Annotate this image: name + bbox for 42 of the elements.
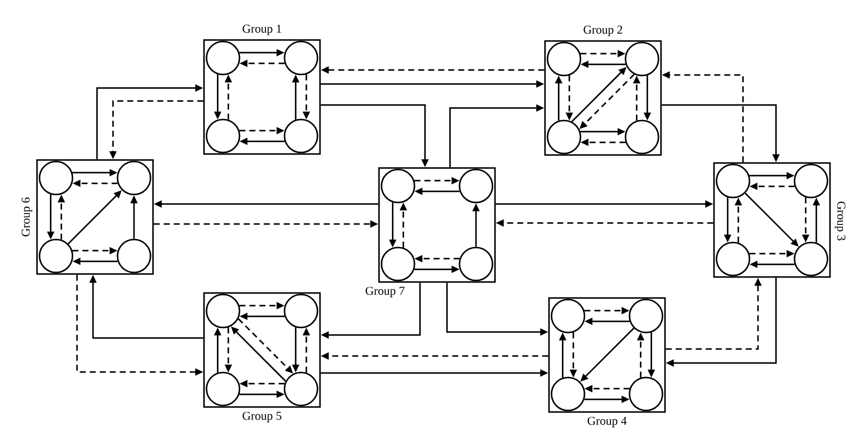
group-box: Group 6 xyxy=(22,159,154,275)
circle xyxy=(206,294,240,328)
circle xyxy=(716,242,750,276)
circle xyxy=(458,168,494,204)
group-box: Group 4 xyxy=(548,297,666,428)
circle xyxy=(380,246,416,282)
circle xyxy=(284,294,318,328)
group-box: Group 1 xyxy=(203,24,321,155)
circle xyxy=(206,40,240,76)
circle xyxy=(794,164,828,198)
node-label: Group 2 xyxy=(584,26,622,36)
circle xyxy=(458,246,494,282)
circle xyxy=(38,238,74,274)
group-box: Group 7 xyxy=(366,167,496,298)
circle xyxy=(284,118,318,154)
circle xyxy=(794,242,828,276)
circle xyxy=(624,42,660,76)
circle xyxy=(206,118,240,154)
node-label: Group 7 xyxy=(366,286,404,298)
circle xyxy=(546,120,582,154)
group-box: Group 3 xyxy=(713,162,846,278)
circle xyxy=(380,168,416,204)
node-label: Group 5 xyxy=(242,412,282,422)
group-box: Group 5 xyxy=(203,292,321,422)
circle xyxy=(550,298,586,334)
node-label: Group 3 xyxy=(834,202,846,240)
circle xyxy=(628,376,664,412)
group-box: Group 2 xyxy=(544,26,662,156)
node-label: Group 1 xyxy=(242,24,282,36)
circle xyxy=(284,372,318,406)
circle xyxy=(116,238,152,274)
circle xyxy=(38,160,74,196)
circle xyxy=(550,376,586,412)
node-label: Group 6 xyxy=(22,198,32,236)
circle xyxy=(628,298,664,334)
node-label: Group 4 xyxy=(588,416,627,428)
circle xyxy=(116,160,152,196)
circle xyxy=(716,164,750,198)
circle xyxy=(624,120,660,154)
circle xyxy=(546,42,582,76)
circle xyxy=(206,372,240,406)
circle xyxy=(284,40,318,76)
